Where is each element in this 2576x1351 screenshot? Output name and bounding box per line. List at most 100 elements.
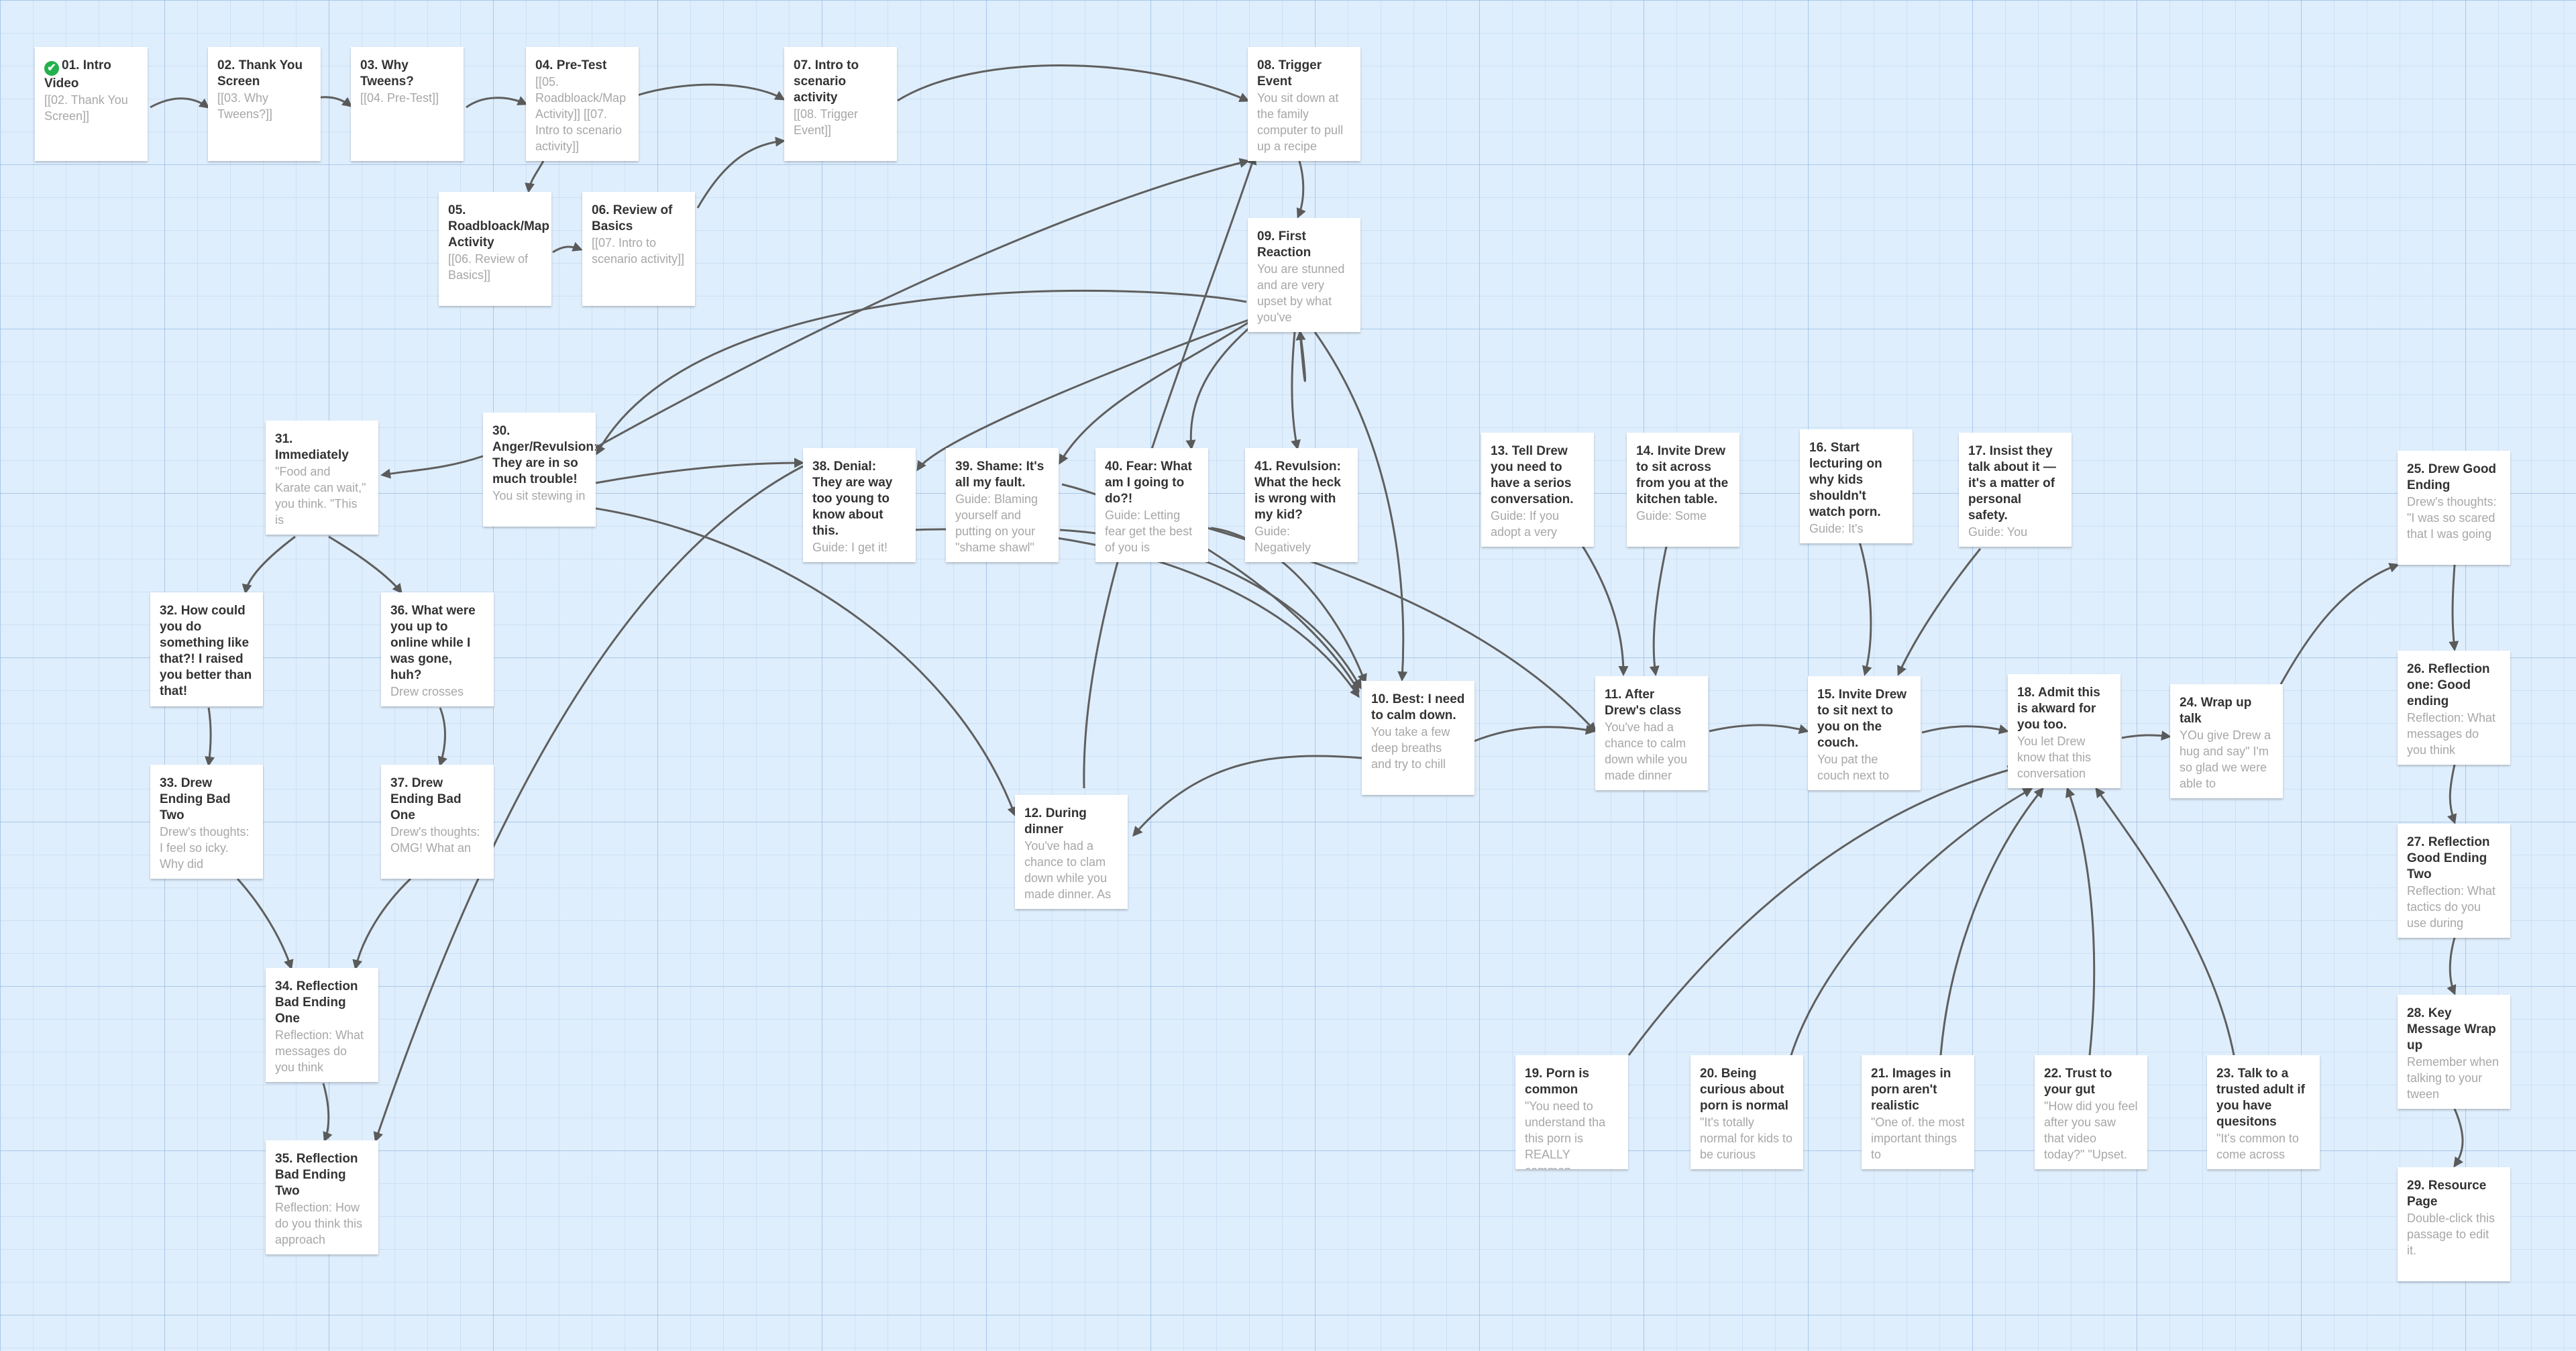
- passage-title: 21. Images in porn aren't realistic: [1871, 1067, 1951, 1113]
- passage-link-arrow: [1313, 331, 1408, 682]
- passage-card[interactable]: 06. Review of Basics [[07. Intro to scen…: [582, 192, 695, 306]
- passage-card[interactable]: 14. Invite Drew to sit across from you a…: [1627, 433, 1739, 547]
- passage-card[interactable]: 35. Reflection Bad Ending Two Reflection…: [266, 1140, 378, 1254]
- passage-link-arrow: [1296, 160, 1306, 219]
- passage-link-arrow: [1921, 724, 2009, 735]
- passage-card[interactable]: 29. Resource Page Double-click this pass…: [2398, 1167, 2510, 1281]
- passage-excerpt: Double-click this passage to edit it.: [2407, 1211, 2496, 1257]
- passage-card[interactable]: 11. After Drew's class You've had a chan…: [1595, 676, 1708, 790]
- passage-title: 02. Thank You Screen: [217, 58, 303, 89]
- passage-card[interactable]: 03. Why Tweens? [[04. Pre-Test]]: [351, 47, 464, 161]
- passage-excerpt: Guide: If you adopt a very: [1491, 509, 1560, 539]
- passage-card[interactable]: 18. Admit this is akward for you too. Yo…: [2008, 674, 2121, 788]
- passage-link-arrow: [322, 1083, 333, 1142]
- passage-card[interactable]: 39. Shame: It's all my fault. Guide: Bla…: [946, 448, 1059, 562]
- passage-card[interactable]: 38. Denial: They are way too young to kn…: [803, 448, 916, 562]
- passage-title: 37. Drew Ending Bad One: [390, 776, 462, 822]
- passage-card[interactable]: 40. Fear: What am I going to do?! Guide:…: [1095, 448, 1208, 562]
- passage-excerpt: [[03. Why Tweens?]]: [217, 91, 273, 121]
- passage-title: 07. Intro to scenario activity: [794, 58, 859, 105]
- passage-title: 28. Key Message Wrap up: [2407, 1006, 2496, 1052]
- passage-card[interactable]: 41. Revulsion: What the heck is wrong wi…: [1245, 448, 1358, 562]
- passage-excerpt: [[07. Intro to scenario activity]]: [592, 236, 685, 266]
- passage-link-arrow: [373, 465, 804, 1142]
- passage-link-arrow: [595, 457, 804, 484]
- passage-card[interactable]: 08. Trigger Event You sit down at the fa…: [1248, 47, 1360, 161]
- passage-card[interactable]: 26. Reflection one: Good ending Reflecti…: [2398, 651, 2510, 765]
- passage-card[interactable]: 09. First Reaction You are stunned and a…: [1248, 218, 1360, 332]
- passage-card[interactable]: 02. Thank You Screen [[03. Why Tweens?]]: [208, 47, 321, 161]
- passage-excerpt: Reflection: How do you think this approa…: [275, 1201, 363, 1246]
- passage-link-arrow: [2279, 563, 2400, 685]
- passage-excerpt: "You need to understand tha this porn is…: [1525, 1099, 1606, 1169]
- passage-title: 11. After Drew's class: [1605, 688, 1682, 718]
- passage-card[interactable]: 19. Porn is common "You need to understa…: [1515, 1055, 1628, 1169]
- passage-card[interactable]: 36. What were you up to online while I w…: [381, 592, 494, 706]
- passage-title: 09. First Reaction: [1257, 229, 1311, 260]
- passage-card[interactable]: 22. Trust to your gut "How did you feel …: [2035, 1055, 2147, 1169]
- passage-link-arrow: [637, 83, 786, 101]
- passage-card[interactable]: 17. Insist they talk about it — it's a m…: [1959, 433, 2072, 547]
- passage-link-arrow: [1858, 541, 1872, 676]
- passage-link-arrow: [596, 289, 1247, 455]
- passage-card[interactable]: 07. Intro to scenario activity [[08. Tri…: [784, 47, 897, 161]
- passage-title: 13. Tell Drew you need to have a serios …: [1491, 444, 1574, 506]
- passage-card[interactable]: 05. Roadbloack/Map Activity [[06. Review…: [439, 192, 551, 306]
- passage-card[interactable]: 33. Drew Ending Bad Two Drew's thoughts:…: [150, 765, 263, 879]
- passage-card[interactable]: 13. Tell Drew you need to have a serios …: [1481, 433, 1594, 547]
- passage-card[interactable]: 15. Invite Drew to sit next to you on th…: [1808, 676, 1921, 790]
- passage-link-arrow: [1185, 319, 1258, 450]
- passage-excerpt: Reflection: What tactics do you use duri…: [2407, 884, 2496, 930]
- passage-card[interactable]: ✔01. Intro Video [[02. Thank You Screen]…: [35, 47, 148, 161]
- passage-link-arrow: [380, 455, 484, 479]
- passage-card[interactable]: 10. Best: I need to calm down. You take …: [1362, 681, 1474, 795]
- passage-excerpt: Reflection: What messages do you think: [2407, 711, 2496, 757]
- passage-card[interactable]: 37. Drew Ending Bad One Drew's thoughts:…: [381, 765, 494, 879]
- passage-title: 22. Trust to your gut: [2044, 1067, 2112, 1097]
- passage-excerpt: Guide: Letting fear get the best of you …: [1105, 508, 1193, 554]
- passage-card[interactable]: 25. Drew Good Ending Drew's thoughts: "I…: [2398, 451, 2510, 565]
- passage-title: 33. Drew Ending Bad Two: [160, 776, 231, 822]
- passage-card[interactable]: 16. Start lecturing on why kids shouldn'…: [1800, 429, 1913, 543]
- passage-title: 25. Drew Good Ending: [2407, 462, 2497, 492]
- passage-card[interactable]: 21. Images in porn aren't realistic "One…: [1862, 1055, 1974, 1169]
- passage-excerpt: Drew's thoughts: "I was so scared that I…: [2407, 495, 2497, 541]
- passage-title: 24. Wrap up talk: [2180, 696, 2252, 726]
- passage-link-arrow: [1649, 543, 1668, 676]
- passage-card[interactable]: 31. Immediately "Food and Karate can wai…: [266, 421, 378, 535]
- passage-excerpt: You pat the couch next to: [1817, 753, 1890, 782]
- passage-excerpt: [[04. Pre-Test]]: [360, 91, 439, 105]
- passage-excerpt: Remember when talking to your tween: [2407, 1055, 2500, 1101]
- passage-link-arrow: [525, 160, 545, 193]
- passage-card[interactable]: 12. During dinner You've had a chance to…: [1015, 795, 1128, 909]
- passage-link-arrow: [1709, 724, 1809, 735]
- passage-title: 26. Reflection one: Good ending: [2407, 662, 2490, 708]
- passage-card[interactable]: 20. Being curious about porn is normal "…: [1690, 1055, 1803, 1169]
- passage-card[interactable]: 34. Reflection Bad Ending One Reflection…: [266, 968, 378, 1082]
- passage-link-arrow: [466, 96, 528, 109]
- passage-title: 14. Invite Drew to sit across from you a…: [1636, 444, 1729, 506]
- passage-link-arrow: [1575, 536, 1629, 676]
- passage-card[interactable]: 04. Pre-Test [[05. Roadbloack/Map Activi…: [526, 47, 639, 161]
- passage-card[interactable]: 23. Talk to a trusted adult if you have …: [2207, 1055, 2320, 1169]
- passage-link-arrow: [2065, 787, 2096, 1056]
- passage-title: 18. Admit this is akward for you too.: [2017, 686, 2100, 732]
- passage-card[interactable]: 28. Key Message Wrap up Remember when ta…: [2398, 995, 2510, 1109]
- passage-link-arrow: [1627, 765, 2018, 1056]
- passage-excerpt: [[08. Trigger Event]]: [794, 107, 859, 137]
- passage-link-arrow: [552, 241, 583, 254]
- passage-excerpt: Guide: Some: [1636, 509, 1707, 523]
- passage-title: 30. Anger/Revulsion: They are in so much…: [492, 424, 596, 486]
- passage-excerpt: You've had a chance to clam down while y…: [1024, 839, 1112, 901]
- passage-excerpt: You sit stewing in: [492, 489, 586, 502]
- passage-card[interactable]: 24. Wrap up talk YOu give Drew a hug and…: [2170, 684, 2283, 798]
- passage-card[interactable]: 32. How could you do something like that…: [150, 592, 263, 706]
- passage-link-arrow: [2447, 937, 2457, 995]
- passage-title: 10. Best: I need to calm down.: [1371, 692, 1465, 722]
- passage-card[interactable]: 30. Anger/Revulsion: They are in so much…: [483, 413, 596, 527]
- passage-link-arrow: [696, 136, 786, 209]
- passage-card[interactable]: 27. Reflection Good Ending Two Reflectio…: [2398, 824, 2510, 938]
- passage-link-arrow: [328, 535, 402, 594]
- passage-title: 08. Trigger Event: [1257, 58, 1322, 89]
